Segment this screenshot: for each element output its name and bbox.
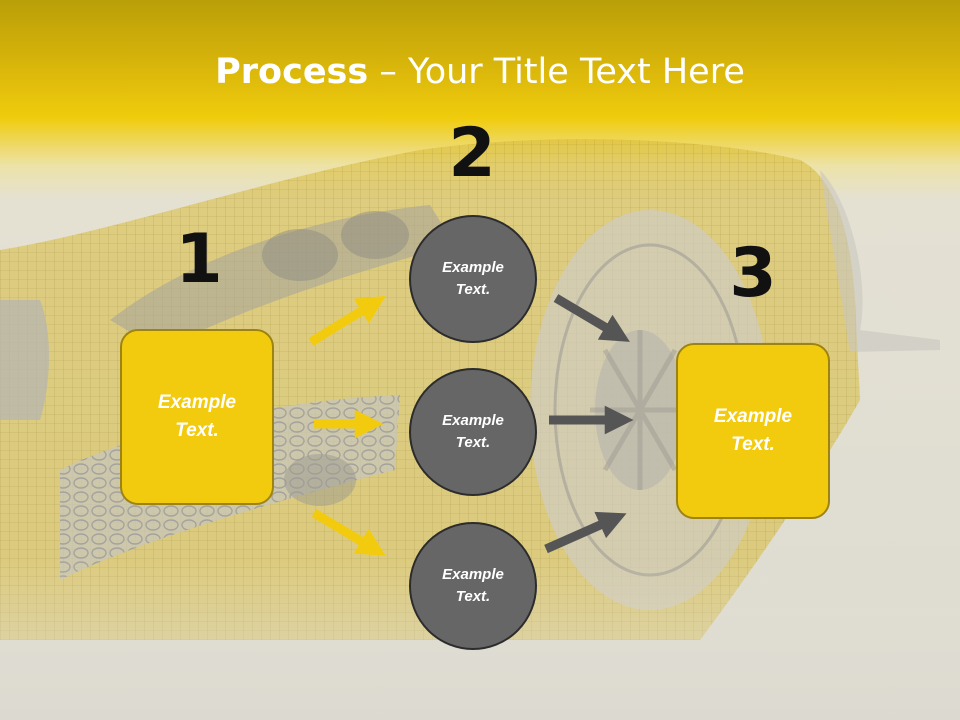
step-1-box: Example Text. (120, 329, 274, 505)
step-3-number: 3 (729, 234, 777, 313)
arrow-to-circle-1 (308, 295, 386, 346)
arrow-from-circle-3 (544, 511, 627, 554)
step-2-circle-1: Example Text. (409, 215, 537, 343)
title-rest: – Your Title Text Here (368, 52, 745, 92)
step-3-box: Example Text. (676, 343, 830, 519)
title-bold: Process (215, 52, 369, 92)
arrow-to-circle-3 (311, 509, 386, 556)
step-1-number: 1 (175, 220, 223, 299)
step-2-number: 2 (448, 114, 496, 193)
arrow-from-circle-1 (553, 294, 630, 342)
step-2-circle-2: Example Text. (409, 368, 537, 496)
step-2-circle-3: Example Text. (409, 522, 537, 650)
slide-title: Process – Your Title Text Here (0, 52, 960, 92)
